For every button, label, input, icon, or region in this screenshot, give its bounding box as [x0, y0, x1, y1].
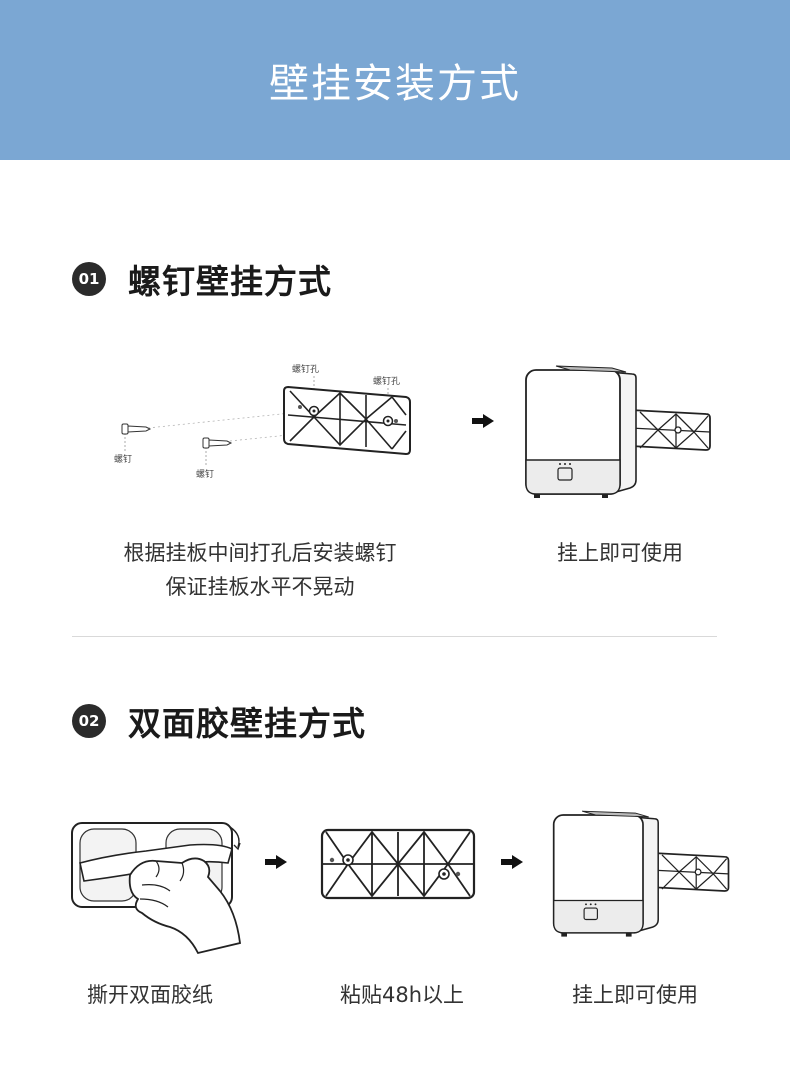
section-1-caption-left: 根据挂板中间打孔后安装螺钉 保证挂板水平不晃动	[100, 536, 420, 604]
section-1-heading: 01 螺钉壁挂方式	[72, 255, 332, 303]
caption-left-line-2: 保证挂板水平不晃动	[165, 575, 355, 599]
page-title: 壁挂安装方式	[269, 61, 521, 107]
section-2-title: 双面胶壁挂方式	[128, 704, 366, 743]
peel-tape-hand-illustration	[71, 822, 241, 955]
screw-1-icon	[121, 423, 152, 435]
label-screw-hole-1: 螺钉孔	[292, 364, 319, 375]
section-1-title: 螺钉壁挂方式	[128, 262, 332, 301]
mounting-plate-front-icon	[320, 828, 476, 900]
caption-left-line-1: 根据挂板中间打孔后安装螺钉	[123, 541, 397, 565]
label-screw-2: 螺钉	[196, 469, 214, 480]
device-on-wall-plate-icon	[525, 365, 711, 498]
section-divider	[72, 636, 717, 637]
device-on-wall-plate-icon	[552, 810, 730, 937]
screw-mounting-illustration: 螺钉孔 螺钉孔 螺钉 螺钉	[114, 364, 411, 480]
section-2-heading: 02 双面胶壁挂方式	[72, 697, 366, 745]
arrow-right-icon	[501, 855, 523, 869]
mounting-plate-icon	[283, 385, 411, 456]
arrow-right-icon	[265, 855, 287, 869]
label-screw-hole-2: 螺钉孔	[373, 376, 400, 387]
section-2-caption-1: 撕开双面胶纸	[87, 983, 213, 1007]
section-2-caption-3: 挂上即可使用	[572, 983, 698, 1007]
header-banner: 壁挂安装方式	[0, 0, 790, 160]
section-1-number-badge: 01	[72, 262, 106, 296]
section-2-number-badge: 02	[72, 704, 106, 738]
section-1-caption-right: 挂上即可使用	[557, 541, 683, 565]
section-2-caption-2: 粘贴48h以上	[339, 983, 465, 1007]
screw-2-icon	[202, 437, 233, 449]
arrow-right-icon	[472, 414, 494, 428]
label-screw-1: 螺钉	[114, 454, 132, 465]
